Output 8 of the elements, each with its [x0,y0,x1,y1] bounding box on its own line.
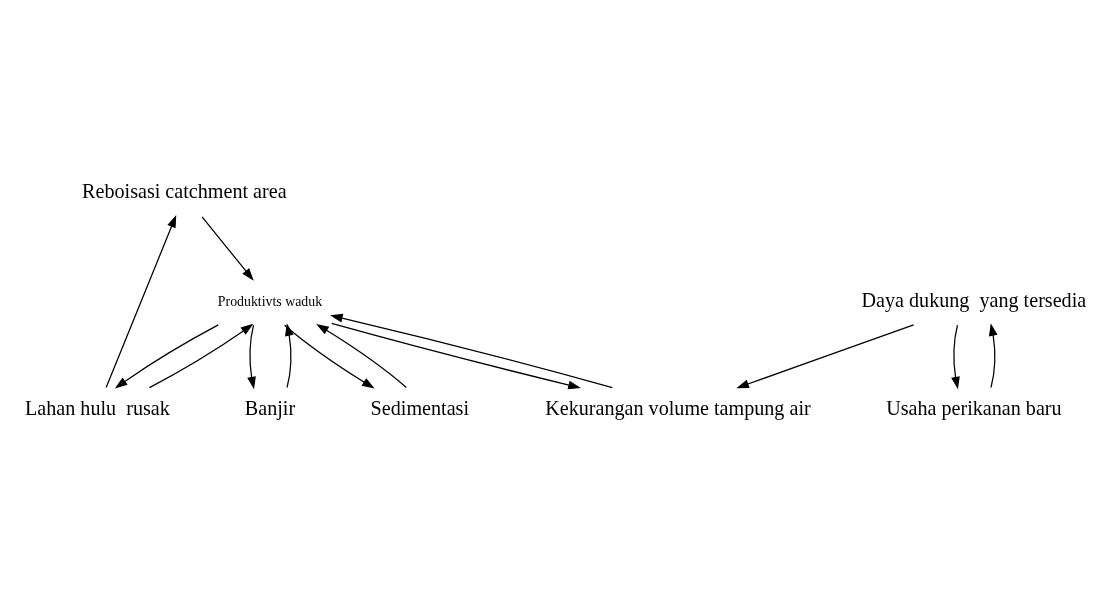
node-text: Produktivts waduk [217,293,323,309]
node-text: Kekurangan volume tampung air [545,397,811,420]
node-text: Sedimentasi [370,397,469,420]
node-text: Usaha perikanan baru [886,397,1062,420]
node-text: Banjir [244,397,296,420]
node-text: Reboisasi catchment area [82,180,287,203]
node-text: Daya dukung yang tersedia [861,288,1087,311]
node-text: Lahan hulu rusak [25,397,170,420]
